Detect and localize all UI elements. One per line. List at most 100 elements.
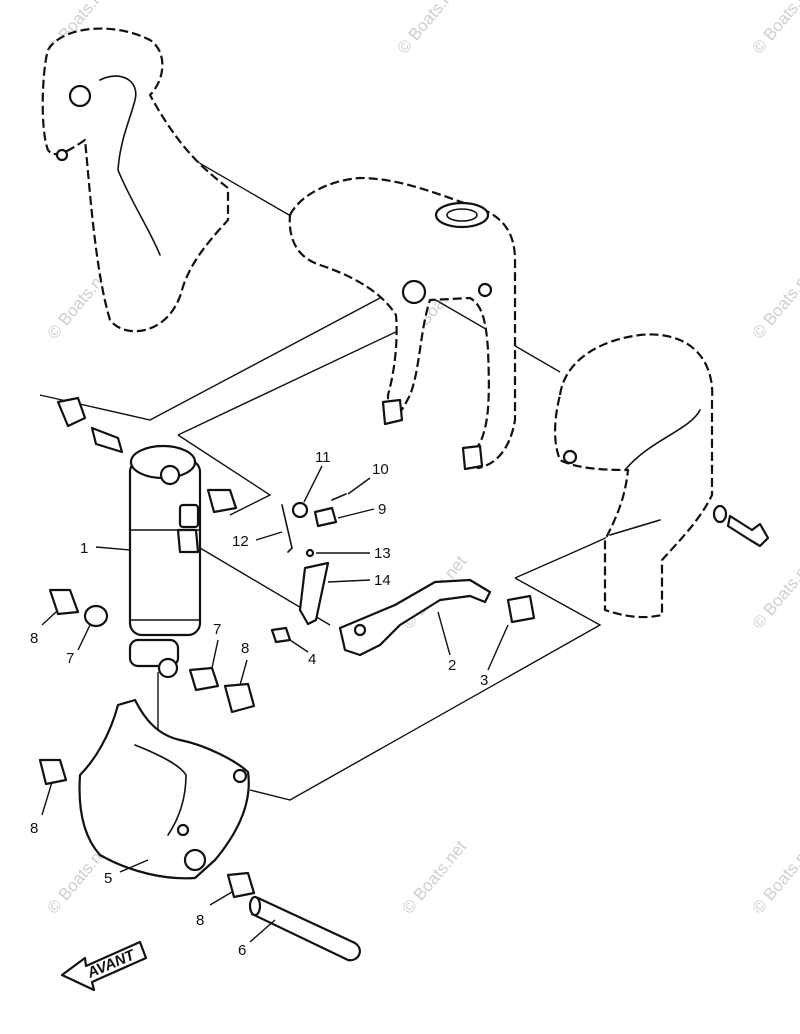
stop-pad bbox=[461, 444, 484, 471]
lever bbox=[298, 561, 330, 626]
leader-line bbox=[211, 639, 219, 669]
callout-5: 5 bbox=[104, 870, 112, 887]
clamp-bracket-right-body bbox=[553, 333, 714, 619]
bushing-flanged bbox=[226, 871, 256, 899]
bolt-hole bbox=[562, 449, 578, 465]
tilt-lever bbox=[338, 578, 492, 657]
leader-line bbox=[41, 611, 57, 626]
leader-line bbox=[337, 508, 375, 519]
bracket-rib bbox=[99, 75, 137, 171]
washer bbox=[712, 504, 728, 524]
leader-line bbox=[77, 624, 91, 651]
bushing-flanged bbox=[56, 396, 87, 428]
bracket-rib bbox=[609, 519, 661, 536]
clamp-bolt-right bbox=[712, 504, 770, 548]
cylinder-bottom-bore bbox=[157, 657, 179, 679]
tilt-bracket-body bbox=[78, 698, 250, 880]
stop-pad bbox=[381, 398, 404, 426]
collar bbox=[90, 426, 124, 454]
watermark: © Boats.net bbox=[394, 0, 466, 58]
small-hardware bbox=[270, 493, 347, 644]
callout-8: 8 bbox=[196, 912, 204, 929]
leader-line bbox=[437, 611, 451, 656]
tilt-bracket-lower bbox=[38, 698, 256, 899]
clamp-bracket-left-body bbox=[41, 27, 230, 333]
bolt bbox=[726, 514, 770, 548]
bracket-bore bbox=[232, 768, 248, 784]
leader-line bbox=[41, 781, 53, 816]
leader-line bbox=[119, 859, 149, 873]
callout-13: 13 bbox=[374, 545, 391, 562]
callout-7: 7 bbox=[66, 650, 74, 667]
leader-line bbox=[95, 546, 131, 551]
pin bbox=[331, 493, 347, 501]
valve-boss bbox=[176, 528, 200, 554]
bushing-group-top bbox=[56, 396, 124, 454]
direction-arrow: AVANT bbox=[60, 940, 148, 992]
pivot-hole bbox=[68, 84, 92, 108]
callout-1: 1 bbox=[80, 540, 88, 557]
screw bbox=[270, 626, 292, 644]
bolt-hole bbox=[176, 823, 190, 837]
clamp-bracket-left bbox=[41, 27, 230, 333]
bushing-flanged bbox=[223, 682, 256, 714]
steering-tube-bore bbox=[446, 208, 478, 222]
ball bbox=[305, 548, 315, 558]
leader-line bbox=[303, 465, 323, 503]
clamp-bracket-right bbox=[553, 333, 714, 619]
bushing-flanged bbox=[206, 488, 238, 514]
callout-4: 4 bbox=[308, 651, 316, 668]
lever-hole bbox=[353, 623, 367, 637]
bracket-rib bbox=[624, 409, 701, 471]
watermark: © Boats.net bbox=[399, 837, 471, 918]
callout-6: 6 bbox=[238, 942, 246, 959]
collar bbox=[188, 666, 220, 692]
bracket-rib bbox=[117, 169, 161, 256]
tilt-cylinder bbox=[128, 444, 202, 679]
manual-valve bbox=[178, 503, 200, 529]
leader-line bbox=[249, 919, 276, 943]
watermark: © Boats.net bbox=[749, 552, 800, 633]
nut bbox=[291, 501, 309, 519]
swivel-bracket-body bbox=[288, 176, 517, 470]
direction-arrow-label: AVANT bbox=[84, 946, 139, 982]
leader-line bbox=[327, 579, 371, 583]
direction-arrow-shape bbox=[60, 940, 148, 992]
bracket-outline-line bbox=[39, 289, 396, 421]
bracket-channel bbox=[134, 744, 187, 836]
bracket-outline-line bbox=[177, 434, 272, 516]
callouts: 1 2 3 4 5 6 7 7 8 8 8 8 9 10 11 12 13 bbox=[30, 449, 509, 959]
callout-14: 14 bbox=[374, 572, 391, 589]
leader-line bbox=[239, 659, 248, 686]
pivot-hole bbox=[401, 279, 427, 305]
callout-3: 3 bbox=[480, 672, 488, 689]
leader-line bbox=[209, 891, 233, 906]
callout-2: 2 bbox=[448, 657, 456, 674]
rubber-pad bbox=[506, 594, 536, 624]
tilt-shaft bbox=[248, 895, 361, 962]
cylinder-top-bore bbox=[159, 464, 181, 486]
swivel-bracket bbox=[288, 176, 517, 471]
callout-8: 8 bbox=[30, 820, 38, 837]
callout-10: 10 bbox=[372, 461, 389, 478]
tilt-shaft-body bbox=[250, 896, 361, 962]
bushing-flanged bbox=[48, 588, 80, 616]
leader-line bbox=[347, 477, 371, 495]
leader-line bbox=[289, 639, 309, 653]
callout-12: 12 bbox=[232, 533, 249, 550]
pivot-bush bbox=[313, 506, 338, 528]
callout-9: 9 bbox=[378, 501, 386, 518]
watermark: © Boats.net bbox=[749, 0, 800, 58]
bracket-outline-line bbox=[249, 577, 602, 801]
watermark: © Boats.net bbox=[749, 837, 800, 918]
watermark: © Boats.net bbox=[749, 262, 800, 343]
bushing-flanged bbox=[38, 758, 68, 786]
shaft-end bbox=[248, 895, 262, 917]
leader-line bbox=[255, 531, 283, 541]
callout-11: 11 bbox=[315, 449, 331, 466]
callout-8: 8 bbox=[241, 640, 249, 657]
steering-tube-top bbox=[434, 201, 490, 229]
callout-7: 7 bbox=[213, 621, 221, 638]
